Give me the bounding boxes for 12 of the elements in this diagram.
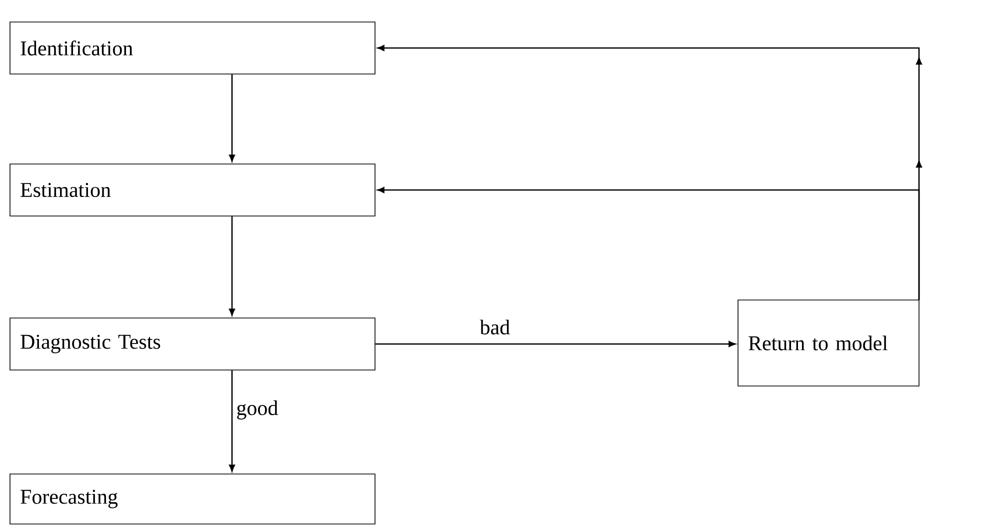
edge-label: good <box>237 400 278 420</box>
arrow <box>229 216 235 316</box>
arrow <box>375 341 736 347</box>
arrow <box>377 45 922 300</box>
process-box: Forecasting <box>10 474 376 524</box>
process-box: Return to model <box>738 300 920 386</box>
process-box: Diagnostic Tests <box>10 318 376 370</box>
arrow <box>229 370 235 472</box>
arrow <box>229 74 235 162</box>
process-box: Estimation <box>10 164 376 216</box>
process-box: Identification <box>10 22 376 74</box>
edge-label: bad <box>480 320 510 334</box>
